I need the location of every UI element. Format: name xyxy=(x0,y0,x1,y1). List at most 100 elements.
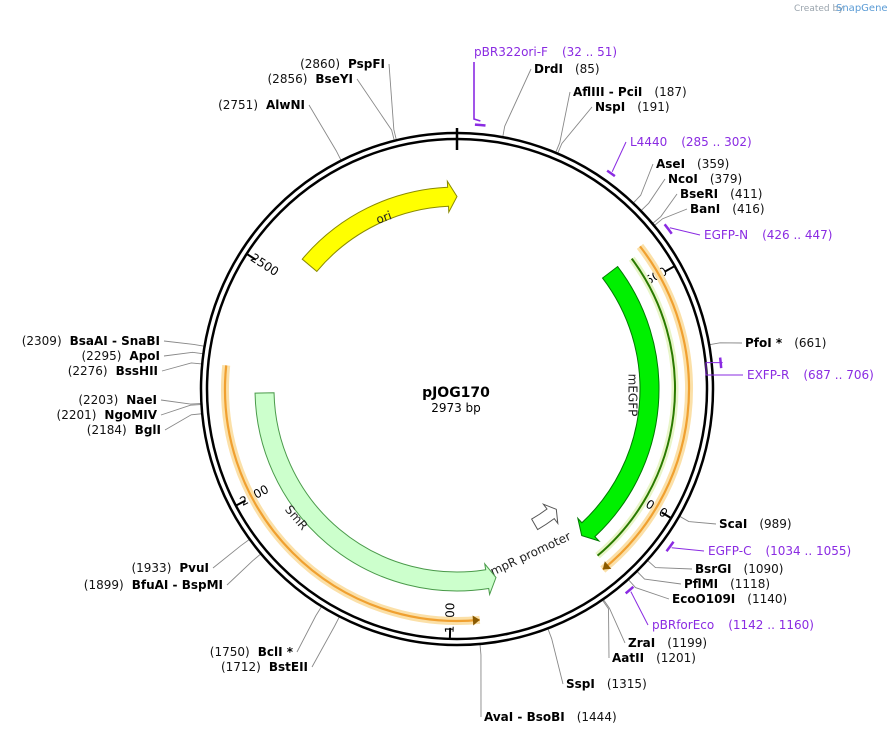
site-position: (416) xyxy=(732,202,764,216)
site-bfuai-bspmi[interactable]: BfuAI - BspMI(1899) xyxy=(84,578,223,592)
site-bsaai-snabi[interactable]: BsaAI - SnaBI(2309) xyxy=(22,334,160,348)
credit-brand: SnapGene xyxy=(836,3,888,14)
site-asei[interactable]: AseI(359) xyxy=(656,157,729,171)
site-bsrgi[interactable]: BsrGI(1090) xyxy=(695,562,783,576)
credit-prefix: Created by xyxy=(794,4,844,14)
site-leader-line xyxy=(311,615,341,668)
site-alwni[interactable]: AlwNI(2751) xyxy=(218,98,305,112)
site-pvui[interactable]: PvuI(1933) xyxy=(131,561,209,575)
site-name: BstEII xyxy=(269,660,308,674)
primer-mark[interactable] xyxy=(624,585,635,595)
site-scai[interactable]: ScaI (989) xyxy=(719,517,792,531)
primer-mark[interactable] xyxy=(606,169,616,178)
site-leader-line xyxy=(308,104,343,162)
site-position: (1712) xyxy=(221,660,261,674)
site-sspi[interactable]: SspI(1315) xyxy=(566,677,647,691)
site-name: ApoI xyxy=(129,349,160,363)
site-name: ScaI xyxy=(719,517,747,531)
primer-range: (1142 .. 1160) xyxy=(728,618,814,632)
site-bseri[interactable]: BseRI(411) xyxy=(680,187,762,201)
primer-name: L4440 xyxy=(630,135,667,149)
site-labels[interactable]: DrdI(85) AflIII - PciI(187)NspI (191) AseI(… xyxy=(22,57,827,724)
site-position: (2276) xyxy=(68,364,108,378)
site-name: BanI xyxy=(690,202,720,216)
primer-pbrforeco[interactable]: pBRforEco(1142 .. 1160) xyxy=(652,618,814,632)
feature-smr[interactable] xyxy=(254,392,497,597)
site-zrai[interactable]: ZraI(1199) xyxy=(628,636,707,650)
primer-egfp-c[interactable]: EGFP-C(1034 .. 1055) xyxy=(708,544,851,558)
orf-arrowhead xyxy=(602,561,612,570)
primer-range: (1034 .. 1055) xyxy=(765,544,851,558)
site-name: AatII xyxy=(612,651,644,665)
primer-mark[interactable] xyxy=(665,541,675,553)
primer-l4440[interactable]: L4440(285 .. 302) xyxy=(630,135,752,149)
feature-ori[interactable] xyxy=(301,179,458,273)
leader-lines xyxy=(160,63,743,718)
site-bsteii[interactable]: BstEII (1712) xyxy=(221,660,308,674)
site-name: PflMI xyxy=(684,577,718,591)
primer-range: (32 .. 51) xyxy=(562,45,617,59)
site-pspfi[interactable]: PspFI(2860) xyxy=(300,57,385,71)
primer-leader-line xyxy=(705,362,743,376)
site-name: BsaAI - SnaBI xyxy=(70,334,160,348)
feature-megfp[interactable] xyxy=(576,265,660,543)
site-leader-line xyxy=(639,178,666,212)
site-leader-line xyxy=(632,163,654,205)
site-leader-line xyxy=(627,578,670,600)
site-position: (1201) xyxy=(656,651,696,665)
primer-exfp-r[interactable]: EXFP-R(687 .. 706) xyxy=(747,368,874,382)
site-drdi[interactable]: DrdI(85) xyxy=(534,62,600,76)
site-leader-line xyxy=(602,598,626,644)
tick-mark xyxy=(661,511,672,519)
site-name: BssHII xyxy=(116,364,158,378)
primer-leader-line xyxy=(473,62,481,122)
site-leader-line xyxy=(502,68,532,139)
site-aatii[interactable]: AatII (1201) xyxy=(612,651,696,665)
site-ngomiv[interactable]: NgoMIV(2201) xyxy=(57,408,158,422)
site-leader-line xyxy=(212,538,251,569)
site-leader-line xyxy=(163,351,205,357)
site-name: BseYI xyxy=(315,72,353,86)
site-afliii-pcii[interactable]: AflIII - PciI(187) xyxy=(573,85,687,99)
site-leader-line xyxy=(388,63,398,142)
site-name: AflIII - PciI xyxy=(573,85,642,99)
primer-pbr322ori-f[interactable]: pBR322ori-F(32 .. 51) xyxy=(474,45,617,59)
site-position: (1090) xyxy=(744,562,784,576)
feature-ampr-promoter[interactable] xyxy=(530,503,559,531)
site-position: (191) xyxy=(637,100,669,114)
site-position: (1444) xyxy=(577,710,617,724)
site-bani[interactable]: BanI (416) xyxy=(690,202,765,216)
site-ncoi[interactable]: NcoI(379) xyxy=(668,172,742,186)
site-name: NaeI xyxy=(126,393,157,407)
primer-egfp-n[interactable]: EGFP-N(426 .. 447) xyxy=(704,228,833,242)
site-leader-line xyxy=(678,515,717,525)
site-apoi[interactable]: ApoI(2295) xyxy=(82,349,161,363)
site-bcli[interactable]: BclI *(1750) xyxy=(210,645,294,659)
site-position: (1899) xyxy=(84,578,124,592)
site-leader-line xyxy=(161,362,204,372)
site-position: (85) xyxy=(575,62,600,76)
feature-label: ori xyxy=(374,208,393,226)
site-avai-bsobi[interactable]: AvaI - BsoBI(1444) xyxy=(484,710,617,724)
orf-arc xyxy=(596,258,676,557)
site-nspi[interactable]: NspI (191) xyxy=(595,100,670,114)
site-leader-line xyxy=(479,642,482,718)
site-name: AlwNI xyxy=(266,98,305,112)
plasmid-name: pJOG170 xyxy=(422,385,490,401)
site-name: NspI xyxy=(595,100,625,114)
site-naei[interactable]: NaeI(2203) xyxy=(78,393,157,407)
site-bseyi[interactable]: BseYI(2856) xyxy=(268,72,354,86)
site-pfoi[interactable]: PfoI *(661) xyxy=(745,336,826,350)
site-bsshii[interactable]: BssHII (2276) xyxy=(68,364,158,378)
site-pflmi[interactable]: PflMI(1118) xyxy=(684,577,770,591)
primer-leader-line xyxy=(671,547,705,552)
primer-mark[interactable] xyxy=(474,123,486,127)
site-position: (989) xyxy=(759,517,791,531)
primer-mark[interactable] xyxy=(663,223,673,235)
site-bgli[interactable]: BglI(2184) xyxy=(87,423,161,437)
site-leader-line xyxy=(226,552,263,586)
site-leader-line xyxy=(708,342,743,346)
site-ecoo109i[interactable]: EcoO109I(1140) xyxy=(672,592,787,606)
site-position: (379) xyxy=(710,172,742,186)
